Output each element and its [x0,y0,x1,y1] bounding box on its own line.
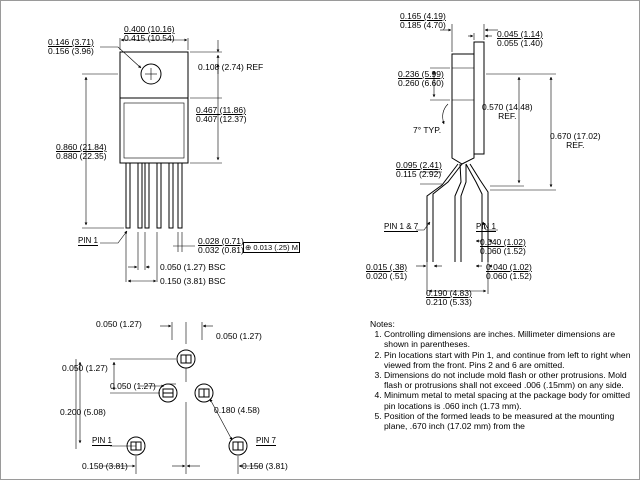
fp-pin7-label: PIN 7 [256,436,277,446]
tab-height-label: 0.467 (11.86) 0.407 (12.37) [196,106,247,124]
notes-list: Controlling dimensions are inches. Milli… [370,329,632,431]
bend-label: 0.095 (2.41) 0.115 (2.92) [396,161,442,179]
dim-value: 0.570 (14.48) [482,102,533,112]
note-item: Dimensions do not include mold flash or … [384,370,632,390]
dim-value: REF. [566,140,585,150]
dim-value: 0.115 (2.92) [396,169,442,179]
pin1-label-side: PIN 1 [476,222,497,232]
fp-pin1-label: PIN 1 [92,436,113,446]
fp-top-left-label: 0.050 (1.27) [96,319,142,329]
dim-value: 0.185 (4.70) [400,20,446,30]
dim-value: 0.190 (4.83) [426,288,472,298]
tab-thickness-label: 0.045 (1.14) 0.055 (1.40) [497,30,543,48]
front-leads [125,162,183,229]
overall-label: 0.860 (21.84) 0.880 (22.35) [56,143,107,161]
pin1-7-label: PIN 1 & 7 [384,222,419,232]
fp-vertical-label: 0.200 (5.08) [60,407,106,417]
lead-thickness-label: 0.015 (.38) 0.020 (.51) [366,263,407,281]
lead-length-label: 0.570 (14.48) REF. [482,103,533,121]
foot-label: 0.040 (1.02) 0.060 (1.52) [486,263,532,281]
dim-value: 0.156 (3.96) [48,46,94,56]
lead-width-label: 0.040 (1.02) 0.060 (1.52) [480,238,526,256]
footprint-view [75,322,262,474]
dim-value: 0.095 (2.41) [396,160,442,170]
ref-label: 0.108 (2.74) REF [198,63,263,72]
dim-value: 0.407 (12.37) [196,114,247,124]
dim-value: 0.045 (1.14) [497,29,543,39]
pitch2-label: 0.150 (3.81) BSC [160,276,226,286]
dim-value: 0.060 (1.52) [486,271,532,281]
pitch-label: 0.050 (1.27) BSC [160,262,226,272]
fp-left-label: 0.050 (1.27) [62,363,108,373]
notes-heading: Notes: [370,319,395,329]
note-item: Minimum metal to metal spacing at the pa… [384,390,632,410]
tolerance-label: ⊕ 0.013 (.25) M [243,242,300,253]
dim-value: 0.146 (3.71) [48,37,94,47]
note-item: Position of the formed leads to be measu… [384,411,632,431]
dim-value: 0.028 (0.71) [198,236,244,246]
package-tab [119,51,189,99]
dim-value: 0.260 (6.60) [398,78,444,88]
front-width-label: 0.400 (10.16) 0.415 (10.54) [124,25,175,43]
side-body [451,53,475,165]
fp-bottom-left-label: 0.150 (3.81) [82,461,128,471]
thickness-label: 0.165 (4.19) 0.185 (4.70) [400,12,446,30]
pin1-label-front: PIN 1 [78,236,99,246]
dim-value: 0.860 (21.84) [56,142,107,152]
dim-value: 0.040 (1.02) [480,237,526,247]
dim-value: 0.210 (5.33) [426,297,472,307]
note-item: Controlling dimensions are inches. Milli… [384,329,632,349]
mounting-hole [140,63,162,85]
body-height-label: 0.236 (5.99) 0.260 (6.60) [398,70,444,88]
pin-width-label: 0.028 (0.71) 0.032 (0.81) [198,237,244,255]
dim-value: 0.467 (11.86) [196,105,246,115]
side-tab [473,41,485,155]
side-view [416,24,556,294]
hole-label: 0.146 (3.71) 0.156 (3.96) [48,38,94,56]
note-item: Pin locations start with Pin 1, and cont… [384,350,632,370]
front-view [82,38,222,283]
dim-value: 0.415 (10.54) [124,33,175,43]
fp-top-right-label: 0.050 (1.27) [216,331,262,341]
dim-value: 0.015 (.38) [366,262,408,272]
dim-value: 0.060 (1.52) [480,246,526,256]
dim-value: REF. [498,111,517,121]
formed-leads [426,163,489,262]
dim-value: 0.108 (2.74) REF [198,62,264,72]
dim-value: 0.400 (10.16) [124,24,175,34]
fp-diag-label: 0.180 (4.58) [214,405,260,415]
total-length-label: 0.670 (17.02) REF. [550,132,601,150]
span-label: 0.190 (4.83) 0.210 (5.33) [426,289,472,307]
angle-label: 7° TYP. [413,125,442,135]
dim-value: 0.040 (1.02) [486,262,532,272]
dim-value: 0.880 (22.35) [56,151,107,161]
footprint-pads [126,349,248,456]
dim-value: 0.165 (4.19) [400,11,446,21]
dim-value: 0.055 (1.40) [497,38,543,48]
dim-value: 0.032 (0.81) [198,245,244,255]
fp-mid-label: 0.050 (1.27) [110,381,156,391]
dim-value: 0.020 (.51) [366,271,408,281]
package-body [119,97,189,164]
dim-value: 0.236 (5.99) [398,69,444,79]
notes-block: Notes: Controlling dimensions are inches… [370,319,632,431]
dim-value: 0.670 (17.02) [550,131,601,141]
fp-bottom-right-label: 0.150 (3.81) [242,461,288,471]
